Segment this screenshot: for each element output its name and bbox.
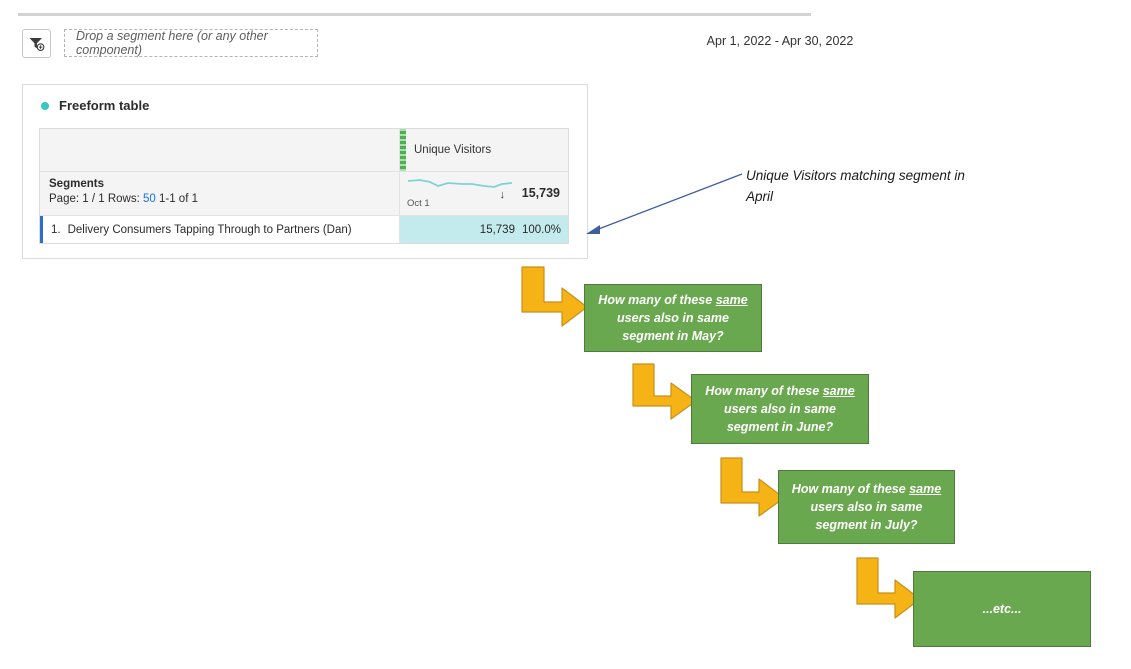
callout-3-line2: users also in same [810,500,923,514]
row-dimension-cell[interactable]: 1. Delivery Consumers Tapping Through to… [40,215,400,243]
callout-box-june: How many of these same users also in sam… [691,374,869,444]
annotation-text: Unique Visitors matching segment in Apri… [746,168,965,204]
bent-arrow-icon-1 [521,266,588,327]
sparkline-chart [407,179,513,188]
metric-header-label: Unique Visitors [414,144,492,156]
table-summary-row: Segments Page: 1 / 1 Rows: 50 1-1 of 1 O… [40,171,568,215]
page-label: Page: 1 / 1 [49,193,105,205]
callout-4-label: ...etc... [982,602,1022,616]
callout-1-lead: How many of these [598,293,713,307]
callout-2-line2: users also in same [724,402,836,416]
row-metric-percent: 100.0% [521,223,561,236]
sparkline-start-label: Oct 1 [407,198,430,209]
segment-filter-icon [29,38,45,51]
row-segment-name[interactable]: Delivery Consumers Tapping Through to Pa… [67,223,352,236]
segment-drop-zone-placeholder: Drop a segment here (or any other compon… [76,29,268,57]
row-rank: 1. [51,223,61,236]
callout-2-line3: segment in June? [726,420,834,434]
rows-label: Rows: [107,193,140,205]
summary-dimension-cell: Segments Page: 1 / 1 Rows: 50 1-1 of 1 [40,171,400,215]
row-range-label: 1-1 of 1 [158,193,198,205]
summary-title: Segments [49,178,104,190]
top-divider [18,13,811,16]
callout-2-lead: How many of these [705,384,820,398]
row-accent-bar [40,216,43,243]
callout-3-emphasis: same [909,482,942,496]
callout-1-emphasis: same [715,293,748,307]
callout-3-lead: How many of these [791,482,906,496]
metric-drag-handle[interactable] [400,129,406,171]
panel-header: Freeform table [41,98,149,113]
table-header-row: Unique Visitors [40,129,568,171]
callout-3-line3: segment in July? [815,518,918,532]
trend-down-icon: ↓ [499,189,506,201]
rows-value[interactable]: 50 [142,193,156,205]
callout-box-etc: ...etc... [913,571,1091,647]
date-range-label[interactable]: Apr 1, 2022 - Apr 30, 2022 [706,34,854,48]
annotation-pointer-line [586,173,743,234]
bent-arrow-icon-3 [720,457,785,517]
freeform-table-panel: Freeform table Unique Visitors Segments … [22,84,588,259]
callout-1-line2: users also in same [617,311,729,325]
summary-metric-cell: Oct 1 ↓ 15,739 [400,171,568,215]
callout-box-may: How many of these same users also in sam… [584,284,762,352]
segment-drop-zone[interactable]: Drop a segment here (or any other compon… [64,29,318,57]
summary-total-value: 15,739 [521,186,560,200]
freeform-table: Unique Visitors Segments Page: 1 / 1 Row… [39,128,569,244]
callout-1-line3: segment in May? [622,329,724,343]
bent-arrow-icon-2 [632,363,697,420]
row-metric-value: 15,739 [479,223,515,236]
callout-box-july: How many of these same users also in sam… [778,470,955,544]
summary-pagination: Page: 1 / 1 Rows: 50 1-1 of 1 [49,192,399,207]
metric-header-cell[interactable]: Unique Visitors [400,129,568,171]
segment-filter-button[interactable] [22,29,51,58]
panel-title: Freeform table [59,98,150,113]
table-row[interactable]: 1. Delivery Consumers Tapping Through to… [40,215,568,243]
callout-2-emphasis: same [822,384,855,398]
dimension-header-cell [40,129,400,171]
row-metric-cell[interactable]: 15,739 100.0% [400,215,568,243]
panel-status-dot [41,101,49,110]
